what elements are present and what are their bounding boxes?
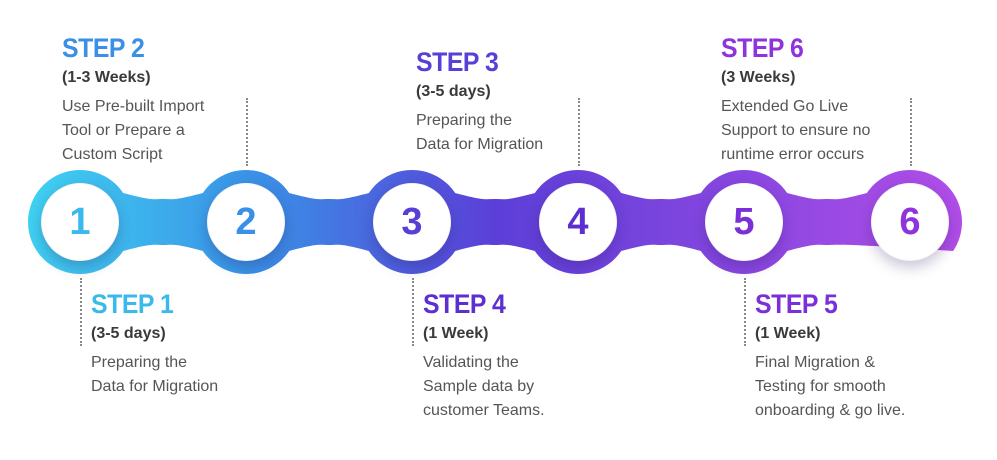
step-4-block: STEP 4 (1 Week) Validating the Sample da… (423, 289, 545, 423)
step-3-duration: (3-5 days) (416, 83, 491, 100)
step-4-number: 4 (567, 200, 589, 243)
step-4-connector (412, 278, 414, 346)
step-3-description: Preparing the Data for Migration (416, 112, 544, 153)
step-5-circle: 5 (705, 183, 783, 261)
step-2-description: Use Pre-built Import Tool or Prepare a C… (62, 98, 205, 163)
step-5-duration: (1 Week) (755, 325, 821, 342)
step-5-number: 5 (733, 200, 755, 243)
step-1-duration: (3-5 days) (91, 325, 166, 342)
step-4-description: Validating the Sample data by customer T… (423, 354, 545, 419)
step-3-number: 3 (401, 200, 423, 243)
step-1-number: 1 (69, 200, 91, 243)
step-6-duration: (3 Weeks) (721, 69, 796, 86)
step-4-title: STEP 4 (423, 289, 506, 319)
step-1-circle: 1 (41, 183, 119, 261)
step-6-connector (910, 98, 912, 166)
step-3-block: STEP 3 (3-5 days) Preparing the Data for… (416, 47, 543, 157)
step-5-block: STEP 5 (1 Week) Final Migration & Testin… (755, 289, 905, 423)
step-2-number: 2 (235, 200, 257, 243)
band-shape (28, 170, 963, 275)
step-1-block: STEP 1 (3-5 days) Preparing the Data for… (91, 289, 218, 399)
step-3-title: STEP 3 (416, 47, 499, 77)
step-2-duration: (1-3 Weeks) (62, 69, 151, 86)
step-6-circle: 6 (871, 183, 949, 261)
step-5-title: STEP 5 (755, 289, 838, 319)
step-5-connector (744, 278, 746, 346)
step-3-circle: 3 (373, 183, 451, 261)
step-2-title: STEP 2 (62, 33, 145, 63)
step-3-connector (578, 98, 580, 166)
step-2-circle: 2 (207, 183, 285, 261)
step-1-title: STEP 1 (91, 289, 174, 319)
step-6-description: Extended Go Live Support to ensure no ru… (721, 98, 871, 163)
step-2-connector (246, 98, 248, 166)
step-6-block: STEP 6 (3 Weeks) Extended Go Live Suppor… (721, 33, 870, 167)
step-2-block: STEP 2 (1-3 Weeks) Use Pre-built Import … (62, 33, 204, 167)
step-4-circle: 4 (539, 183, 617, 261)
step-1-connector (80, 278, 82, 346)
step-4-duration: (1 Week) (423, 325, 489, 342)
step-6-title: STEP 6 (721, 33, 804, 63)
step-5-description: Final Migration & Testing for smooth onb… (755, 354, 906, 419)
step-6-number: 6 (899, 200, 921, 243)
step-1-description: Preparing the Data for Migration (91, 354, 219, 395)
